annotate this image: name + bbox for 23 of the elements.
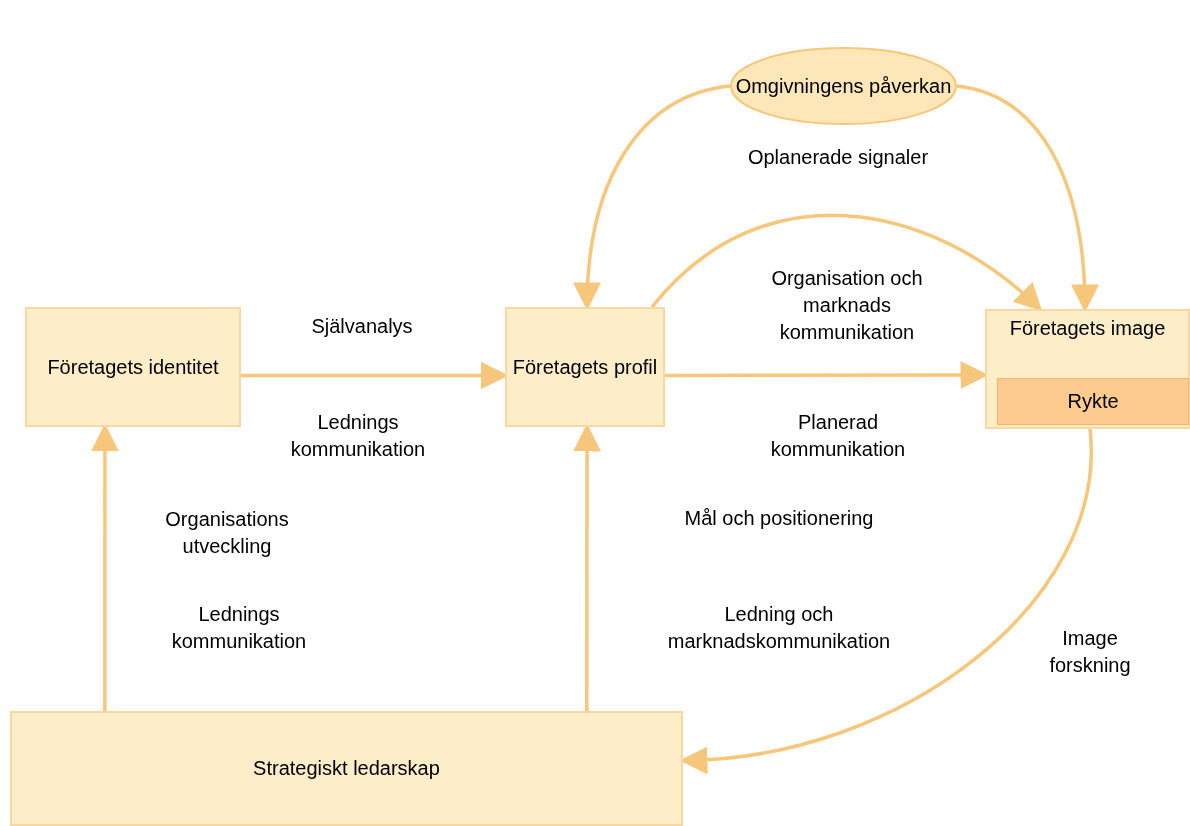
flow-label: Planerad kommunikation	[769, 410, 907, 462]
flow-label: Mål och positionering	[683, 506, 875, 531]
flow-label: Självanalys	[310, 314, 414, 339]
process-box	[985, 309, 1190, 429]
arrow	[650, 214, 1043, 312]
process-box	[10, 711, 683, 826]
flow-label: Lednings kommunikation	[289, 410, 427, 462]
node-label: Omgivningens påverkan	[735, 73, 952, 99]
ellipse-node	[730, 47, 957, 125]
node-label: Företagets identitet	[47, 354, 219, 380]
flow-label: Oplanerade signaler	[746, 145, 930, 170]
flow-label: Image forskning	[1048, 626, 1132, 678]
node-label: Rykte	[1067, 389, 1119, 414]
flow-label: Organisations utveckling	[164, 507, 290, 559]
flow-label: Ledning och marknadskommunikation	[666, 602, 892, 654]
node-label: Strategiskt ledarskap	[253, 756, 440, 781]
flow-label: Lednings kommunikation	[170, 602, 308, 654]
process-box	[997, 378, 1189, 425]
process-box	[505, 307, 665, 427]
flow-label: Organisation och marknads kommunikation	[770, 266, 924, 345]
node-label: Företagets profil	[512, 354, 658, 380]
node-label: Företagets image	[1009, 316, 1166, 341]
process-box	[25, 307, 241, 427]
